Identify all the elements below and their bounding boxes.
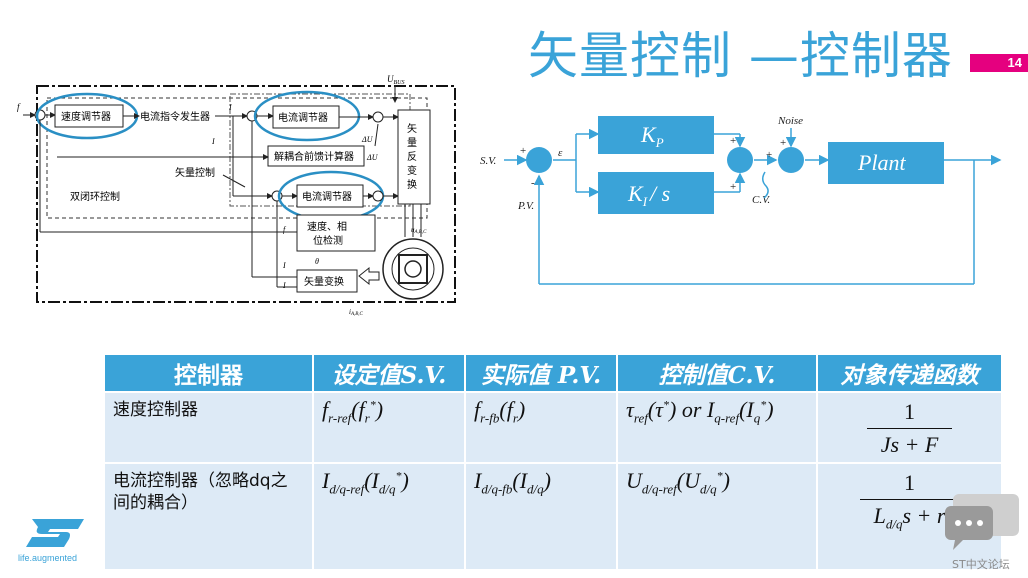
table-row: 速度控制器 fr-ref(fr*) fr-fb(fr) τref(τ*) or …	[105, 391, 1003, 463]
svg-text:+: +	[730, 135, 736, 147]
controller-table: 控制器 设定值S.V. 实际值 P.V. 控制值C.V. 对象传递函数 速度控制…	[105, 355, 1003, 569]
plant-label: Plant	[857, 150, 907, 175]
row-speed-name: 速度控制器	[105, 391, 314, 463]
svg-text:速度调节器: 速度调节器	[61, 110, 111, 123]
table-header-row: 控制器 设定值S.V. 实际值 P.V. 控制值C.V. 对象传递函数	[105, 355, 1003, 392]
header-transfer-function: 对象传递函数	[817, 355, 1003, 392]
svg-text:速度、相: 速度、相	[307, 220, 347, 233]
logo-tagline: life.augmented	[18, 553, 78, 563]
table-row: 电流控制器（忽略dq之间的耦合） Id/q-ref(Id/q*) Id/q-fb…	[105, 462, 1003, 569]
row-current-pv: Id/q-fb(Id/q)	[465, 462, 618, 569]
svg-text:I: I	[282, 281, 286, 290]
svg-text:+: +	[766, 149, 772, 161]
row-current-name: 电流控制器（忽略dq之间的耦合）	[105, 462, 314, 569]
kp-label: KP	[640, 122, 664, 150]
svg-text:电流指令发生器: 电流指令发生器	[140, 110, 210, 123]
row-speed-pv: fr-fb(fr)	[465, 391, 618, 463]
fr-star-label: f	[17, 102, 21, 112]
chat-bubble-icon[interactable]	[943, 492, 1023, 554]
forum-label[interactable]: ST中文论坛	[952, 558, 1010, 571]
header-controller: 控制器	[105, 355, 314, 392]
sum-node-error	[526, 147, 552, 173]
row-current-sv: Id/q-ref(Id/q*)	[313, 462, 466, 569]
svg-text:量: 量	[407, 137, 417, 149]
svg-text:电流调节器: 电流调节器	[278, 111, 328, 124]
svg-text:换: 换	[407, 178, 417, 191]
row-speed-cv: τref(τ*) or Iq-ref(Iq*)	[617, 391, 818, 463]
page-number-badge: 14	[970, 54, 1028, 72]
svg-text:I: I	[282, 261, 286, 270]
svg-text:+: +	[730, 181, 736, 193]
svg-text:f: f	[283, 225, 287, 234]
row-current-cv: Ud/q-ref(Ud/q*)	[617, 462, 818, 569]
svg-text:+: +	[520, 145, 526, 157]
svg-text:I: I	[211, 137, 215, 146]
sv-label: S.V.	[480, 155, 496, 167]
ki-label: KI/ s	[627, 181, 670, 209]
ubus-label: UBUS	[387, 74, 405, 86]
iabc-label: iA,B,C	[349, 308, 364, 317]
slide-title: 矢量控制 —控制器	[528, 27, 953, 85]
svg-text:-: -	[531, 177, 535, 189]
header-sv: 设定值S.V.	[313, 355, 466, 392]
cv-pointer	[762, 171, 769, 199]
sum-node-uq	[372, 111, 384, 123]
svg-text:电流调节器: 电流调节器	[302, 190, 352, 203]
svg-text:变: 变	[407, 164, 417, 177]
speed-phase-detect-block	[296, 214, 376, 252]
sum-node-ud	[372, 190, 384, 202]
dual-loop-diagram: UBUS f 速度调节器 电流指令发生器 I 电流调节器 I 解耦合前馈计算器 …	[17, 74, 456, 317]
pi-loop-diagram: KP KI/ s Plant Noise S.V. P.V. C.V. ε + …	[480, 115, 1002, 285]
svg-text:位检测: 位检测	[313, 234, 343, 247]
svg-text:ΔU: ΔU	[366, 153, 379, 162]
feedback-arrow-icon	[358, 266, 380, 286]
ki-block	[598, 172, 714, 214]
row-speed-sv: fr-ref(fr*)	[313, 391, 466, 463]
svg-text:θ: θ	[315, 257, 319, 266]
vector-control-label: 矢量控制	[175, 166, 215, 179]
sum-node-pi	[727, 147, 753, 173]
kp-block	[598, 116, 714, 154]
inverse-transform-block	[397, 109, 431, 205]
st-logo	[26, 519, 84, 547]
svg-text:I: I	[228, 103, 232, 112]
uabc-label: uA,B,C	[411, 226, 427, 235]
current-regulator-top-highlight	[253, 90, 361, 142]
noise-label: Noise	[777, 115, 803, 127]
svg-text:+: +	[780, 137, 786, 149]
svg-text:ΔU: ΔU	[361, 135, 374, 144]
svg-text:矢量变换: 矢量变换	[304, 275, 344, 288]
svg-text:矢: 矢	[407, 122, 417, 135]
cv-label: C.V.	[752, 194, 770, 206]
sum-node-noise	[778, 147, 804, 173]
plant-block	[828, 142, 944, 184]
header-cv: 控制值C.V.	[617, 355, 818, 392]
svg-text:反: 反	[407, 151, 417, 163]
vector-transform-block	[296, 269, 358, 293]
epsilon-label: ε	[558, 147, 563, 159]
dual-loop-label: 双闭环控制	[70, 190, 120, 203]
svg-text:解耦合前馈计算器: 解耦合前馈计算器	[274, 150, 354, 163]
pv-label: P.V.	[517, 200, 534, 212]
header-pv: 实际值 P.V.	[465, 355, 618, 392]
